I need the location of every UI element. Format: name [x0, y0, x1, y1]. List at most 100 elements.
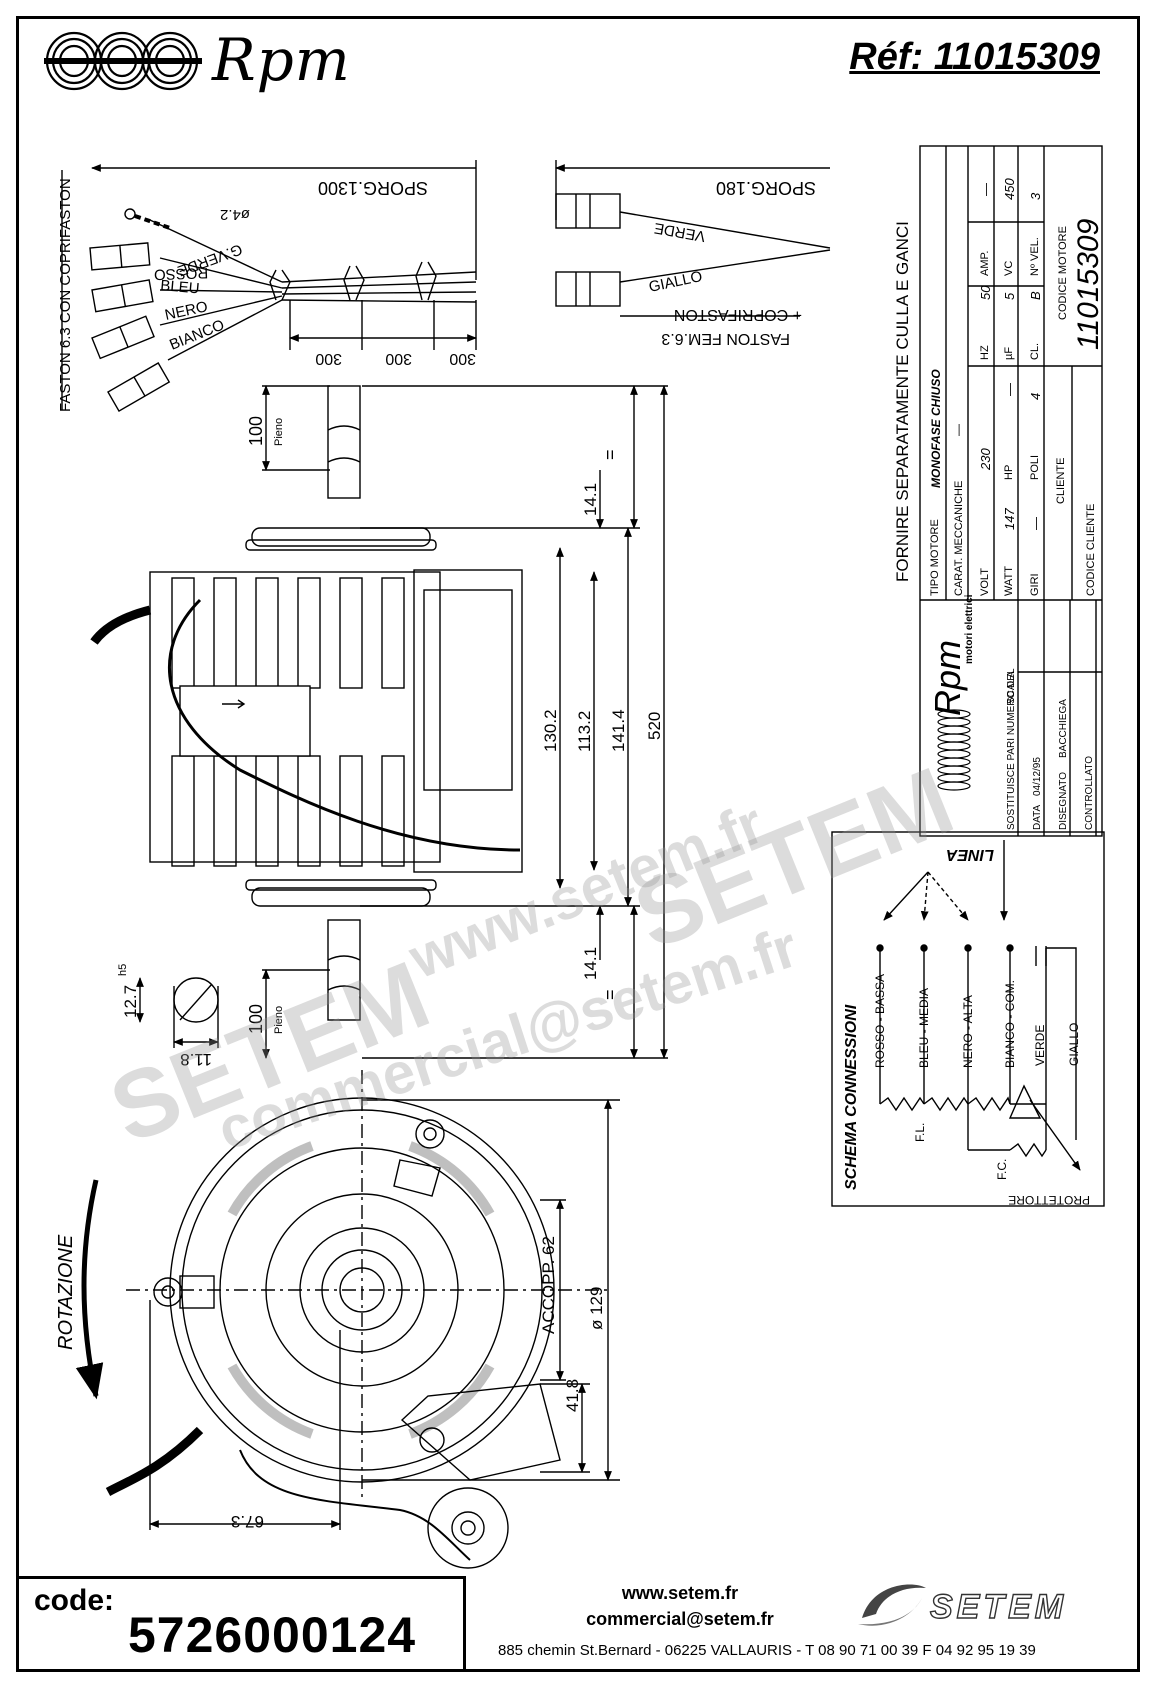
- cl-label: CL.: [1029, 343, 1041, 360]
- schema-rosso-bassa: ROSSO - BASSA: [873, 974, 887, 1068]
- accopp-label: ACCOPP. 62: [539, 1236, 558, 1334]
- amp-value: —: [978, 183, 993, 196]
- arrow-icon: [222, 699, 246, 709]
- wire-bleu-label: BLEU: [160, 277, 201, 297]
- schema-bleu-media: BLEU - MEDIA: [917, 988, 931, 1068]
- contact-block: www.setem.fr commercial@setem.fr: [480, 1580, 880, 1632]
- dim-520-label: 520: [645, 712, 664, 740]
- faston-connectors: [89, 242, 171, 413]
- diameter-129-label: ø 129: [587, 1287, 606, 1330]
- cl-value: B: [1028, 291, 1043, 300]
- dim-14-1-bottom: 14.1: [581, 947, 600, 980]
- pieno-bottom: Pieno: [273, 1006, 285, 1034]
- coil-logo-icon: [44, 31, 202, 91]
- codice-motore-value: 11015309: [1072, 218, 1105, 350]
- rotation-arrow-icon: [75, 1179, 104, 1400]
- shaft-length-bottom: 100: [246, 1004, 266, 1034]
- scala-label: SCALA: [1006, 671, 1017, 704]
- cable-tie-1: [269, 269, 291, 301]
- nameplate: [179, 685, 311, 757]
- shaft-diameter-label: 12.7: [121, 985, 140, 1018]
- uf-label: µF: [1003, 347, 1015, 360]
- tipo-motore-value: MONOFASE CHIUSO: [929, 369, 943, 488]
- code-label: code:: [34, 1584, 115, 1617]
- footer-address: 885 chemin St.Bernard - 06225 VALLAURIS …: [498, 1642, 1036, 1659]
- equal-sign-top: =: [600, 449, 620, 460]
- schema-title: SCHEMA CONNESSIONI: [843, 1004, 860, 1190]
- table-note: FORNIRE SEPARATAMENTE CULLA E GANCI: [893, 221, 912, 582]
- footer-website[interactable]: www.setem.fr: [621, 1583, 739, 1603]
- brand-name: Rpm: [212, 26, 351, 94]
- schema-box: [831, 831, 1105, 1207]
- faston-note: FASTON 6.3 CON COPRIFASTON: [57, 178, 74, 412]
- watt-value: 147: [1002, 508, 1017, 530]
- codice-cliente-label: CODICE CLIENTE: [1085, 504, 1097, 596]
- sostituisce-label: SOSTITUISCE PARI NUMERO DEL: [1006, 668, 1017, 830]
- setem-company-name: SETEM: [929, 1587, 1068, 1626]
- capacitor-box: [413, 569, 523, 873]
- table-logo-brand: Rpm: [927, 640, 968, 716]
- footer-email[interactable]: commercial@setem.fr: [586, 1609, 774, 1629]
- dim-300-b: 300: [385, 350, 412, 367]
- tipo-motore-label: TIPO MOTORE: [929, 519, 941, 596]
- linea-label: LINEA: [946, 846, 994, 863]
- motor-body: [149, 571, 441, 863]
- volt-label: VOLT: [979, 568, 991, 596]
- schema-fl: F.L.: [913, 1123, 927, 1142]
- poli-label: POLI: [1029, 455, 1041, 480]
- giri-label: GIRI: [1029, 573, 1041, 596]
- hp-value: —: [1002, 383, 1017, 396]
- code-value: 5726000124: [128, 1607, 417, 1663]
- schema-diagram: [876, 840, 1081, 1171]
- carat-value: —: [951, 424, 965, 436]
- motor-side-view: [90, 385, 523, 1021]
- wire-nero-label: NERO: [163, 298, 209, 324]
- controllato-label: CONTROLLATO: [1084, 756, 1095, 830]
- hz-label: HZ: [979, 345, 991, 360]
- vel-label: Nº VEL.: [1029, 237, 1041, 276]
- giri-value: —: [1028, 517, 1043, 530]
- schema-verde: VERDE: [1033, 1025, 1047, 1066]
- short-wires: [619, 211, 831, 283]
- schema-nero-alta: NERO - ALTA: [961, 995, 975, 1068]
- short-faston-connectors: [555, 193, 621, 307]
- disegnato-value: BACCHIEGA: [1058, 699, 1069, 758]
- shaft-tolerance-label: h5: [117, 964, 129, 976]
- sporg-1300-label: SPORG.1300: [318, 178, 428, 198]
- schema-fc: F.C.: [995, 1159, 1009, 1180]
- vel-value: 3: [1028, 192, 1043, 200]
- reference-number: Réf: 11015309: [849, 36, 1100, 78]
- cliente-label: CLIENTE: [1055, 458, 1067, 504]
- dim-14-1-top: 14.1: [581, 483, 600, 516]
- hp-label: HP: [1003, 465, 1015, 480]
- equal-sign-bottom: =: [600, 989, 620, 1000]
- faston-fem-label: FASTON FEM.6.3: [661, 330, 790, 347]
- carat-label: CARAT. MECCANICHE: [953, 481, 965, 596]
- vc-value: 450: [1002, 178, 1017, 200]
- dim-141-4-label: 141.4: [609, 709, 628, 752]
- rotation-label: ROTAZIONE: [55, 1234, 77, 1350]
- cable-tie-3: [415, 261, 437, 301]
- spec-table: [919, 145, 1103, 837]
- shaft-length-top: 100: [246, 416, 266, 446]
- wire-bianco-label: BIANCO: [167, 316, 227, 353]
- amp-label: AMP.: [979, 251, 991, 276]
- shaft-flat-label: 11.8: [180, 1050, 212, 1069]
- diameter-42-label: ø4.2: [220, 206, 250, 223]
- dim-113-2-label: 113.2: [575, 711, 594, 752]
- motor-front-view: [105, 1097, 561, 1569]
- uf-value: 5: [1002, 292, 1017, 300]
- table-logo-sub: motori elettrici: [964, 594, 975, 664]
- schema-protettore: PROTETTORE: [1008, 1193, 1090, 1207]
- poli-value: 4: [1028, 393, 1043, 400]
- dim-300-c: 300: [449, 350, 476, 367]
- pieno-top: Pieno: [273, 418, 285, 446]
- disegnato-label: DISEGNATO: [1058, 772, 1069, 830]
- drawing-frame: [16, 16, 1140, 1672]
- hz-value: 50: [978, 285, 993, 300]
- sporg-180-label: SPORG.180: [716, 178, 816, 198]
- top-shaft: [327, 385, 361, 499]
- ring-terminal: [124, 208, 136, 220]
- schema-bianco-com: BIANCO - COM.: [1003, 980, 1017, 1068]
